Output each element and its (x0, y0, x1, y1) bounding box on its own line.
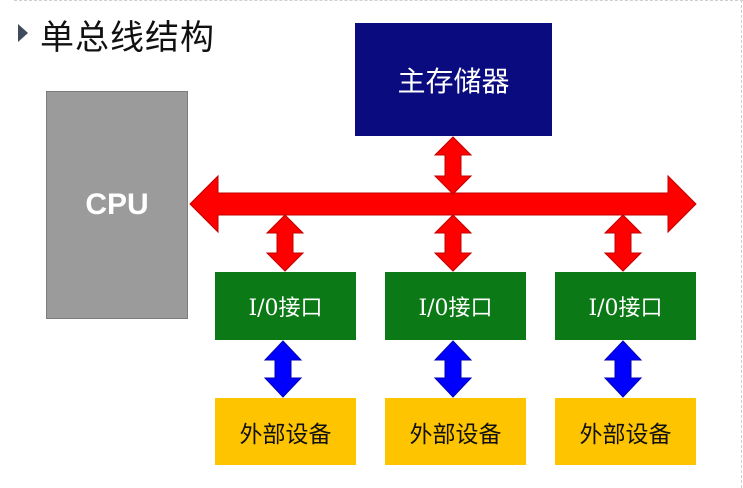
io-interface-3: I/0接口 (555, 272, 696, 340)
external-device-3: 外部设备 (555, 398, 696, 465)
io2-bus-arrow (433, 214, 473, 272)
slide-border-top (14, 0, 743, 2)
external-device-2: 外部设备 (385, 398, 526, 465)
io3-bus-arrow (603, 214, 643, 272)
bullet-triangle-icon (18, 24, 28, 42)
io1-bus-arrow (265, 214, 305, 272)
cpu-box: CPU (46, 91, 188, 319)
main-memory-box: 主存储器 (355, 23, 552, 136)
system-bus-arrow (189, 174, 697, 234)
device1-io-arrow (263, 340, 303, 398)
external-device-1: 外部设备 (215, 398, 356, 465)
io-interface-2: I/0接口 (385, 272, 526, 340)
slide-title: 单总线结构 (40, 18, 215, 58)
slide-border-right (740, 0, 742, 488)
device3-io-arrow (603, 340, 643, 398)
memory-bus-arrow (433, 136, 473, 195)
device2-io-arrow (433, 340, 473, 398)
io-interface-1: I/0接口 (215, 272, 356, 340)
